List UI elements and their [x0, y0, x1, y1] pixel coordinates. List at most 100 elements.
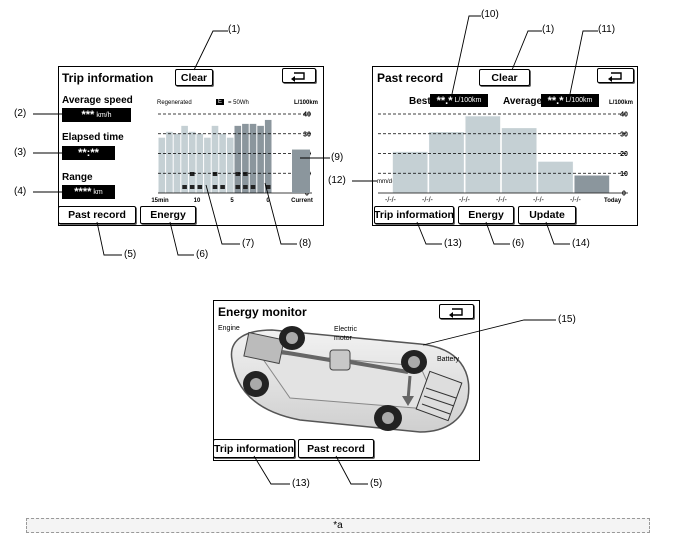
- trip-bar-8: [219, 133, 226, 193]
- average-speed-value: ***km/h: [62, 108, 131, 122]
- trip-bar-5: [196, 133, 204, 193]
- range-number: ****: [74, 186, 92, 198]
- range-value: ****km: [62, 185, 115, 199]
- engine-label: Engine: [218, 325, 240, 332]
- callout-4: (4): [14, 186, 27, 197]
- past-energy-button[interactable]: Energy: [458, 206, 514, 224]
- update-button[interactable]: Update: [518, 206, 576, 224]
- energy-past-record-button[interactable]: Past record: [298, 439, 374, 458]
- callout-2: (2): [14, 108, 27, 119]
- past-y-tick-30: 30: [620, 131, 628, 138]
- trip-y-tick-40: 40: [303, 112, 311, 119]
- callout-14: (14): [572, 238, 590, 249]
- past-y-tick-40: 40: [620, 112, 628, 119]
- past-y-tick-0: 0: [622, 191, 626, 198]
- trip-bar-12: [249, 123, 257, 193]
- callout-1-past: (1): [542, 24, 555, 35]
- past-date-tick-0: -/-/-: [385, 197, 397, 204]
- trip-bar-4: [188, 131, 196, 193]
- average-value: **.*L/100km: [541, 94, 599, 107]
- past-bar-3: [501, 127, 538, 194]
- energy-mark-3-0: [182, 185, 187, 189]
- trip-y-tick-30: 30: [303, 131, 311, 138]
- trip-information-button[interactable]: Trip information: [374, 206, 454, 224]
- leader-5-trip: [96, 221, 122, 256]
- elapsed-time-value: **:**: [62, 146, 115, 160]
- trip-information-title: Trip information: [62, 71, 154, 85]
- past-bar-0: [392, 151, 429, 194]
- callout-7: (7): [242, 238, 255, 249]
- battery-pack: [415, 370, 463, 422]
- past-date-tick-2: -/-/-: [459, 197, 471, 204]
- past-record-button[interactable]: Past record: [58, 206, 136, 224]
- past-clear-button[interactable]: Clear: [479, 69, 530, 86]
- trip-y-tick-0: 0: [305, 191, 309, 198]
- energy-trip-information-button[interactable]: Trip information: [213, 439, 295, 458]
- leader-15: [422, 319, 556, 346]
- energy-mark-11-0: [243, 185, 248, 189]
- average-number: **.*: [547, 94, 564, 107]
- trip-bar-2: [173, 133, 181, 193]
- energy-mark-10-0: [235, 185, 241, 189]
- drive-shaft: [281, 350, 409, 374]
- range-label: Range: [62, 172, 93, 183]
- energy-mark-4-0: [189, 185, 195, 189]
- trip-bar-1: [166, 131, 173, 193]
- electric-label: Electric: [334, 326, 357, 333]
- energy-legend-text: = 50Wh: [228, 100, 249, 106]
- energy-mark-11-1: [243, 172, 248, 176]
- leader-13-energy: [253, 455, 290, 485]
- leader-6-past: [485, 221, 510, 245]
- energy-mark-10-1: [235, 172, 241, 176]
- trip-bar-6: [204, 137, 211, 193]
- leader-13-past: [416, 221, 442, 245]
- best-label: Best: [409, 96, 431, 107]
- past-back-button[interactable]: [597, 68, 634, 83]
- leader-11: [569, 30, 598, 95]
- leader-1-past: [511, 30, 542, 71]
- leader-6-trip: [169, 221, 194, 256]
- past-record-screen: [372, 66, 638, 226]
- past-bar-1: [428, 131, 465, 194]
- trip-x-tick-1: 10: [194, 198, 201, 204]
- leader-1-trip: [193, 30, 228, 71]
- trip-bar-3: [181, 125, 188, 193]
- trip-bar-9: [226, 137, 234, 193]
- wheel-rear-left: [401, 350, 427, 374]
- trip-bar-10: [234, 125, 242, 193]
- average-speed-label: Average speed: [62, 95, 133, 106]
- trip-chart-unit: L/100km: [294, 100, 319, 106]
- leader-7: [205, 184, 240, 245]
- trip-x-tick-2: 5: [230, 198, 234, 204]
- best-unit: L/100km: [454, 97, 482, 104]
- past-chart-unit: L/100km: [609, 100, 634, 106]
- callout-3: (3): [14, 147, 27, 158]
- energy-mark-5-0: [197, 185, 203, 189]
- energy-button[interactable]: Energy: [140, 206, 196, 224]
- callout-13-past: (13): [444, 238, 462, 249]
- average-speed-number: ***: [81, 109, 95, 121]
- energy-mark-8-0: [220, 185, 225, 189]
- leader-14: [545, 221, 570, 245]
- energy-back-button[interactable]: [439, 304, 474, 319]
- elapsed-time-label: Elapsed time: [62, 132, 124, 143]
- past-date-tick-4: -/-/-: [533, 197, 545, 204]
- trip-bar-7: [211, 125, 219, 193]
- regenerated-label: Regenerated: [157, 100, 192, 106]
- energy-monitor-title: Energy monitor: [218, 305, 307, 319]
- callout-9: (9): [331, 152, 344, 163]
- callout-12: (12): [328, 175, 346, 186]
- past-y-tick-20: 20: [620, 151, 628, 158]
- callout-13-energy: (13): [292, 478, 310, 489]
- wheel-front-left: [279, 326, 305, 350]
- back-button[interactable]: [282, 68, 316, 83]
- past-record-title: Past record: [377, 71, 444, 85]
- callout-6-trip: (6): [196, 249, 209, 260]
- average-speed-unit: km/h: [96, 111, 112, 119]
- clear-button[interactable]: Clear: [175, 69, 213, 86]
- callout-5-trip: (5): [124, 249, 137, 260]
- trip-bar-14: [264, 119, 272, 193]
